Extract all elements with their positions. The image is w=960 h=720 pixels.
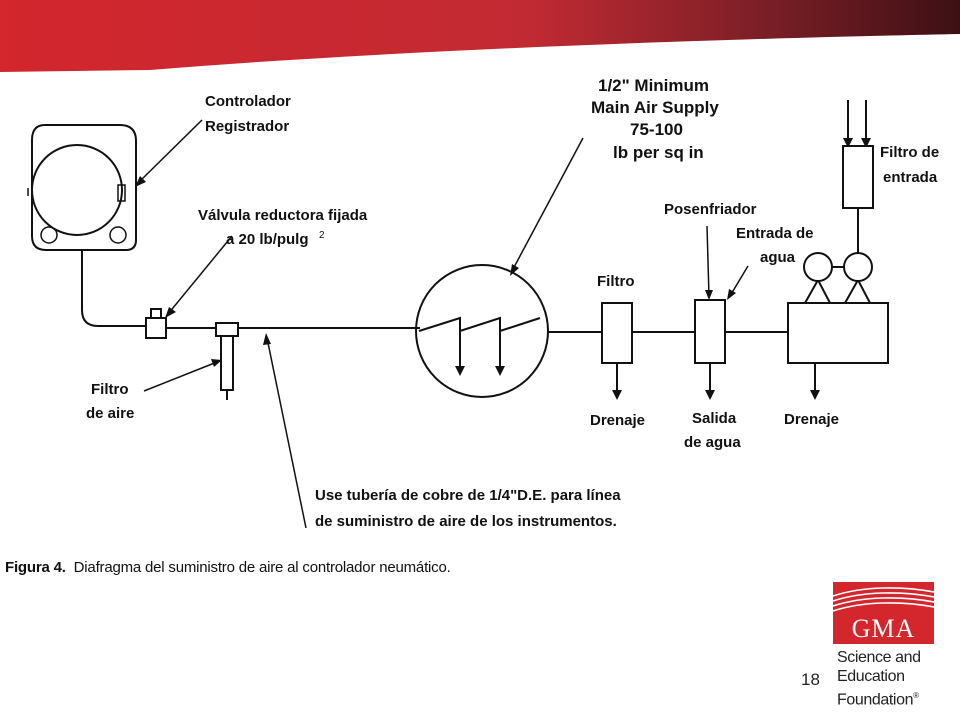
- header-band: [0, 0, 960, 72]
- page-number: 18: [801, 670, 820, 689]
- label-filtro-entrada-1: Filtro de: [880, 144, 939, 161]
- label-posenfriador: Posenfriador: [664, 201, 757, 218]
- gma-logo-line2: Education: [837, 668, 905, 685]
- controller-recorder: [27, 124, 137, 251]
- label-salida-1: Salida: [692, 410, 737, 427]
- figure-caption: Figura 4. Diafragma del suministro de ai…: [5, 559, 451, 576]
- label-salida-2: de agua: [684, 434, 741, 451]
- caption-text: Diafragma del suministro de aire al cont…: [73, 559, 451, 576]
- compressor-tank: [787, 252, 889, 400]
- gma-logo-registered: ®: [913, 691, 919, 700]
- aftercooler: [694, 299, 726, 400]
- label-supply-2: Main Air Supply: [591, 98, 719, 117]
- label-valvula-1: Válvula reductora fijada: [198, 207, 368, 224]
- label-valvula-2: a 20 lb/pulg: [226, 231, 309, 248]
- label-filtro-aire-1: Filtro: [91, 381, 129, 398]
- air-receiver: [415, 264, 549, 398]
- label-entrada-agua-2: agua: [760, 249, 796, 266]
- gma-logo-line3: Foundation: [837, 691, 914, 709]
- label-registrador: Registrador: [205, 118, 289, 135]
- label-filtro-aire-2: de aire: [86, 405, 134, 422]
- controller-supply-tube: [81, 250, 150, 327]
- label-tuberia-1: Use tubería de cobre de 1/4"D.E. para lí…: [315, 487, 621, 504]
- air-filter: [215, 322, 239, 400]
- label-valvula-sup: 2: [319, 230, 325, 241]
- label-filtro-entrada-2: entrada: [883, 169, 938, 186]
- reducing-valve: [145, 308, 167, 339]
- label-supply-1: 1/2" Minimum: [598, 76, 709, 95]
- label-entrada-agua-1: Entrada de: [736, 225, 814, 242]
- label-drenaje-filtro: Drenaje: [590, 412, 645, 429]
- label-supply-4: lb per sq in: [613, 143, 704, 162]
- label-supply-3: 75-100: [630, 120, 683, 139]
- gma-logo-mark: GMA: [833, 582, 934, 644]
- inlet-filter: [842, 100, 874, 253]
- label-filtro: Filtro: [597, 273, 635, 290]
- label-controlador: Controlador: [205, 93, 291, 110]
- gma-logo: GMA Science and Education Foundation®: [833, 582, 945, 709]
- gma-logo-text: Science and Education Foundation®: [837, 648, 945, 709]
- label-drenaje-tanque: Drenaje: [784, 411, 839, 428]
- label-tuberia-2: de suministro de aire de los instrumento…: [315, 513, 617, 530]
- caption-label: Figura 4.: [5, 559, 66, 576]
- gma-logo-line1: Science and: [837, 649, 921, 666]
- gma-logo-word: GMA: [851, 614, 916, 643]
- filter: [601, 302, 633, 400]
